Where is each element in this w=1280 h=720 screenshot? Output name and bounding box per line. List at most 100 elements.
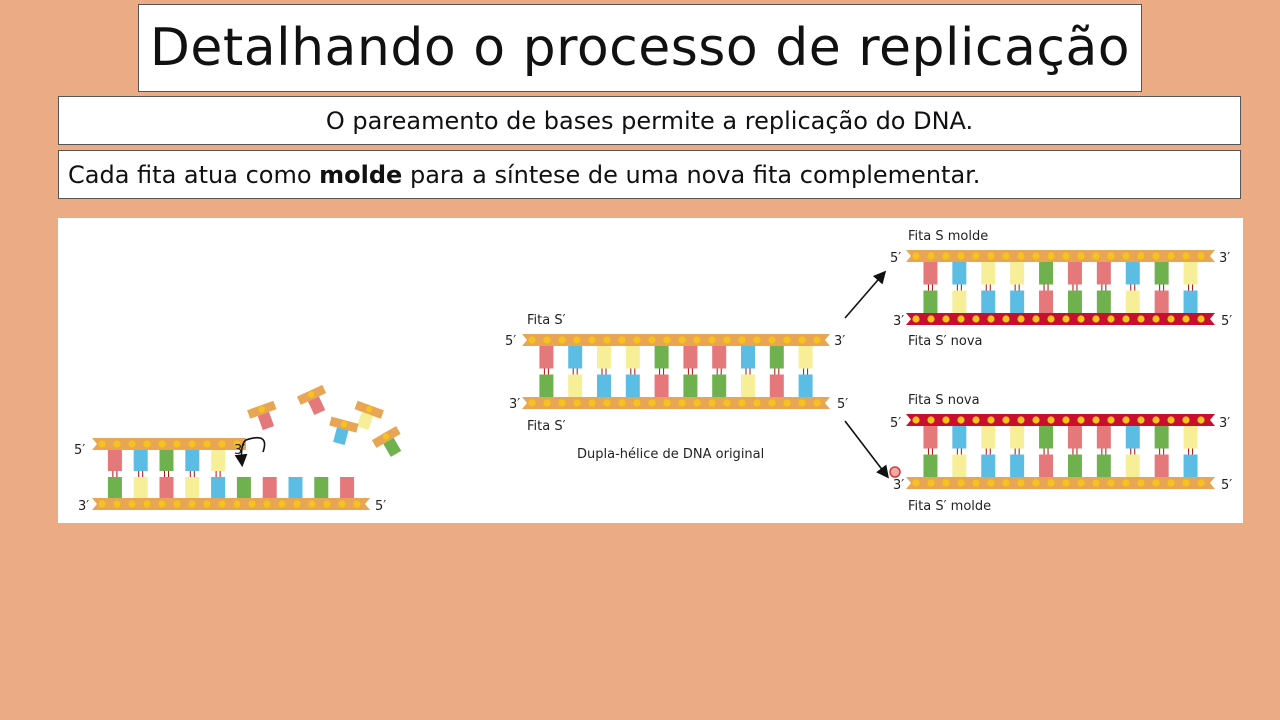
bottom-right-helix-top-backbone-phosphate <box>957 416 965 424</box>
bottom-right-helix-base-top <box>1067 426 1082 449</box>
center-helix-bottom-backbone-phosphate <box>543 399 551 407</box>
top-right-helix-top-backbone-phosphate <box>1062 252 1070 260</box>
center-helix-top-backbone-phosphate <box>603 336 611 344</box>
bottom-right-helix-base-top <box>981 426 996 449</box>
statement-after: para a síntese de uma nova fita compleme… <box>402 160 981 189</box>
center-helix-top-backbone-phosphate <box>813 336 821 344</box>
center-strand-top-label: Fita S′ <box>527 313 566 328</box>
left-helix-bottom-backbone-phosphate <box>233 500 241 508</box>
center-helix-bottom-backbone-phosphate <box>693 399 701 407</box>
center-helix-top-backbone-phosphate <box>798 336 806 344</box>
top-right-helix-bottom-backbone-phosphate <box>957 315 965 323</box>
top-right-helix-bottom-backbone <box>906 313 1215 325</box>
left-helix-bottom-backbone-phosphate <box>203 500 211 508</box>
bottom-right-helix-top-backbone-phosphate <box>1152 416 1160 424</box>
bottom-right-helix-top-backbone-phosphate <box>1092 416 1100 424</box>
top-right-helix-base-top <box>923 262 938 285</box>
left-helix-top-backbone-phosphate <box>143 440 151 448</box>
statement-box: Cada fita atua como molde para a síntese… <box>58 150 1241 199</box>
bottom-right-helix-top-backbone-phosphate <box>1197 416 1205 424</box>
top-right-helix-top-backbone-phosphate <box>957 252 965 260</box>
bottom-right-helix-base-bottom <box>923 454 938 477</box>
statement-text: Cada fita atua como molde para a síntese… <box>68 161 980 189</box>
center-helix-bottom-backbone-phosphate <box>723 399 731 407</box>
center-helix-top-backbone-phosphate <box>678 336 686 344</box>
top-right-helix-top-backbone-phosphate <box>1032 252 1040 260</box>
center-helix-top-backbone-phosphate <box>543 336 551 344</box>
left-helix-top-backbone-phosphate <box>173 440 181 448</box>
top-right-helix-base-bottom <box>923 290 938 313</box>
br-end-3-bottom: 3′ <box>893 478 904 493</box>
bottom-right-helix-base-top <box>923 426 938 449</box>
bottom-right-helix-bottom-backbone-phosphate <box>1197 479 1205 487</box>
center-helix-base-bottom <box>625 374 640 397</box>
free-nucleotide <box>296 384 327 416</box>
subtitle-text: O pareamento de bases permite a replicaç… <box>325 106 974 135</box>
bottom-right-helix-top-backbone-phosphate <box>1182 416 1190 424</box>
bottom-right-helix-bottom-backbone-phosphate <box>987 479 995 487</box>
diagram-svg: 5′ 3′ 3′ 5′ Fita S′ 5′ 3′ 3′ 5′ Fita S′ … <box>74 229 1232 514</box>
top-right-helix-bottom-backbone-phosphate <box>1047 315 1055 323</box>
bottom-right-helix-base-bottom <box>1183 454 1198 477</box>
top-right-helix-base-bottom <box>1010 290 1025 313</box>
center-helix-bottom-backbone-phosphate <box>603 399 611 407</box>
bottom-right-helix-top-backbone <box>906 414 1215 426</box>
top-right-helix-top-backbone-phosphate <box>1197 252 1205 260</box>
bottom-right-helix-base-bottom <box>1067 454 1082 477</box>
arrow-nucleotide-pairing <box>234 436 266 468</box>
bottom-right-helix-top-backbone-phosphate <box>927 416 935 424</box>
tr-end-3-bottom: 3′ <box>893 314 904 329</box>
top-right-helix-bottom-backbone-phosphate <box>1062 315 1070 323</box>
dna-replication-diagram: 5′ 3′ 3′ 5′ Fita S′ 5′ 3′ 3′ 5′ Fita S′ … <box>58 218 1243 523</box>
left-label-5: 5′ <box>74 443 85 458</box>
top-right-helix-base-top <box>1067 262 1082 285</box>
top-right-helix-base-bottom <box>952 290 967 313</box>
left-helix-bottom-backbone-phosphate <box>188 500 196 508</box>
center-helix-top-backbone-phosphate <box>663 336 671 344</box>
center-end-5-top: 5′ <box>505 334 516 349</box>
bottom-right-helix-bottom-backbone-phosphate <box>912 479 920 487</box>
left-helix-base-bottom <box>159 477 174 498</box>
center-end-3-top: 3′ <box>834 334 845 349</box>
bottom-right-helix-base-top <box>1010 426 1025 449</box>
center-helix-base-top <box>568 346 583 369</box>
br-label-top: Fita S nova <box>908 393 980 408</box>
bottom-right-helix-bottom-backbone-phosphate <box>1077 479 1085 487</box>
top-right-helix-top-backbone-phosphate <box>1107 252 1115 260</box>
arrow-to-bottom-right <box>844 420 889 479</box>
bottom-right-helix-bottom-backbone-phosphate <box>1182 479 1190 487</box>
center-helix-top-backbone-phosphate <box>723 336 731 344</box>
top-right-helix-base-top <box>1010 262 1025 285</box>
center-helix-top-backbone-phosphate <box>738 336 746 344</box>
top-right-helix-base-top <box>1154 262 1169 285</box>
bottom-right-helix-top-backbone-phosphate <box>1077 416 1085 424</box>
bottom-right-helix-top-backbone-phosphate <box>987 416 995 424</box>
left-helix-top-backbone-phosphate <box>188 440 196 448</box>
center-helix-bottom-backbone-phosphate <box>528 399 536 407</box>
bottom-right-helix-base-bottom <box>1010 454 1025 477</box>
center-helix-top-backbone-phosphate <box>528 336 536 344</box>
top-right-helix-top-backbone-phosphate <box>1002 252 1010 260</box>
left-helix-bottom-backbone-phosphate <box>218 500 226 508</box>
left-helix-base-bottom <box>262 477 277 498</box>
left-helix-base-bottom <box>340 477 355 498</box>
top-right-helix-base-bottom <box>1154 290 1169 313</box>
top-right-helix-top-backbone-phosphate <box>1137 252 1145 260</box>
center-helix-bottom-backbone-phosphate <box>558 399 566 407</box>
bottom-right-helix-base-top <box>1096 426 1111 449</box>
center-helix-base-top <box>683 346 698 369</box>
bottom-right-helix-bottom-backbone <box>906 477 1215 489</box>
top-right-helix-bottom-backbone-phosphate <box>1182 315 1190 323</box>
free-nucleotide-phosphate <box>340 420 348 428</box>
bottom-right-helix-bottom-backbone-phosphate <box>1152 479 1160 487</box>
bottom-right-helix-top-backbone-phosphate <box>1167 416 1175 424</box>
left-helix-bottom-backbone-phosphate <box>293 500 301 508</box>
center-helix-bottom-backbone <box>522 397 830 409</box>
top-right-helix-bottom-backbone-phosphate <box>1197 315 1205 323</box>
center-helix-base-top <box>741 346 755 369</box>
center-helix-top-backbone-phosphate <box>648 336 656 344</box>
top-right-helix-bottom-backbone-phosphate <box>1017 315 1025 323</box>
top-right-helix-base-bottom <box>1125 290 1140 313</box>
bottom-right-helix-top-backbone-phosphate <box>1032 416 1040 424</box>
left-helix-bottom-backbone-phosphate <box>338 500 346 508</box>
